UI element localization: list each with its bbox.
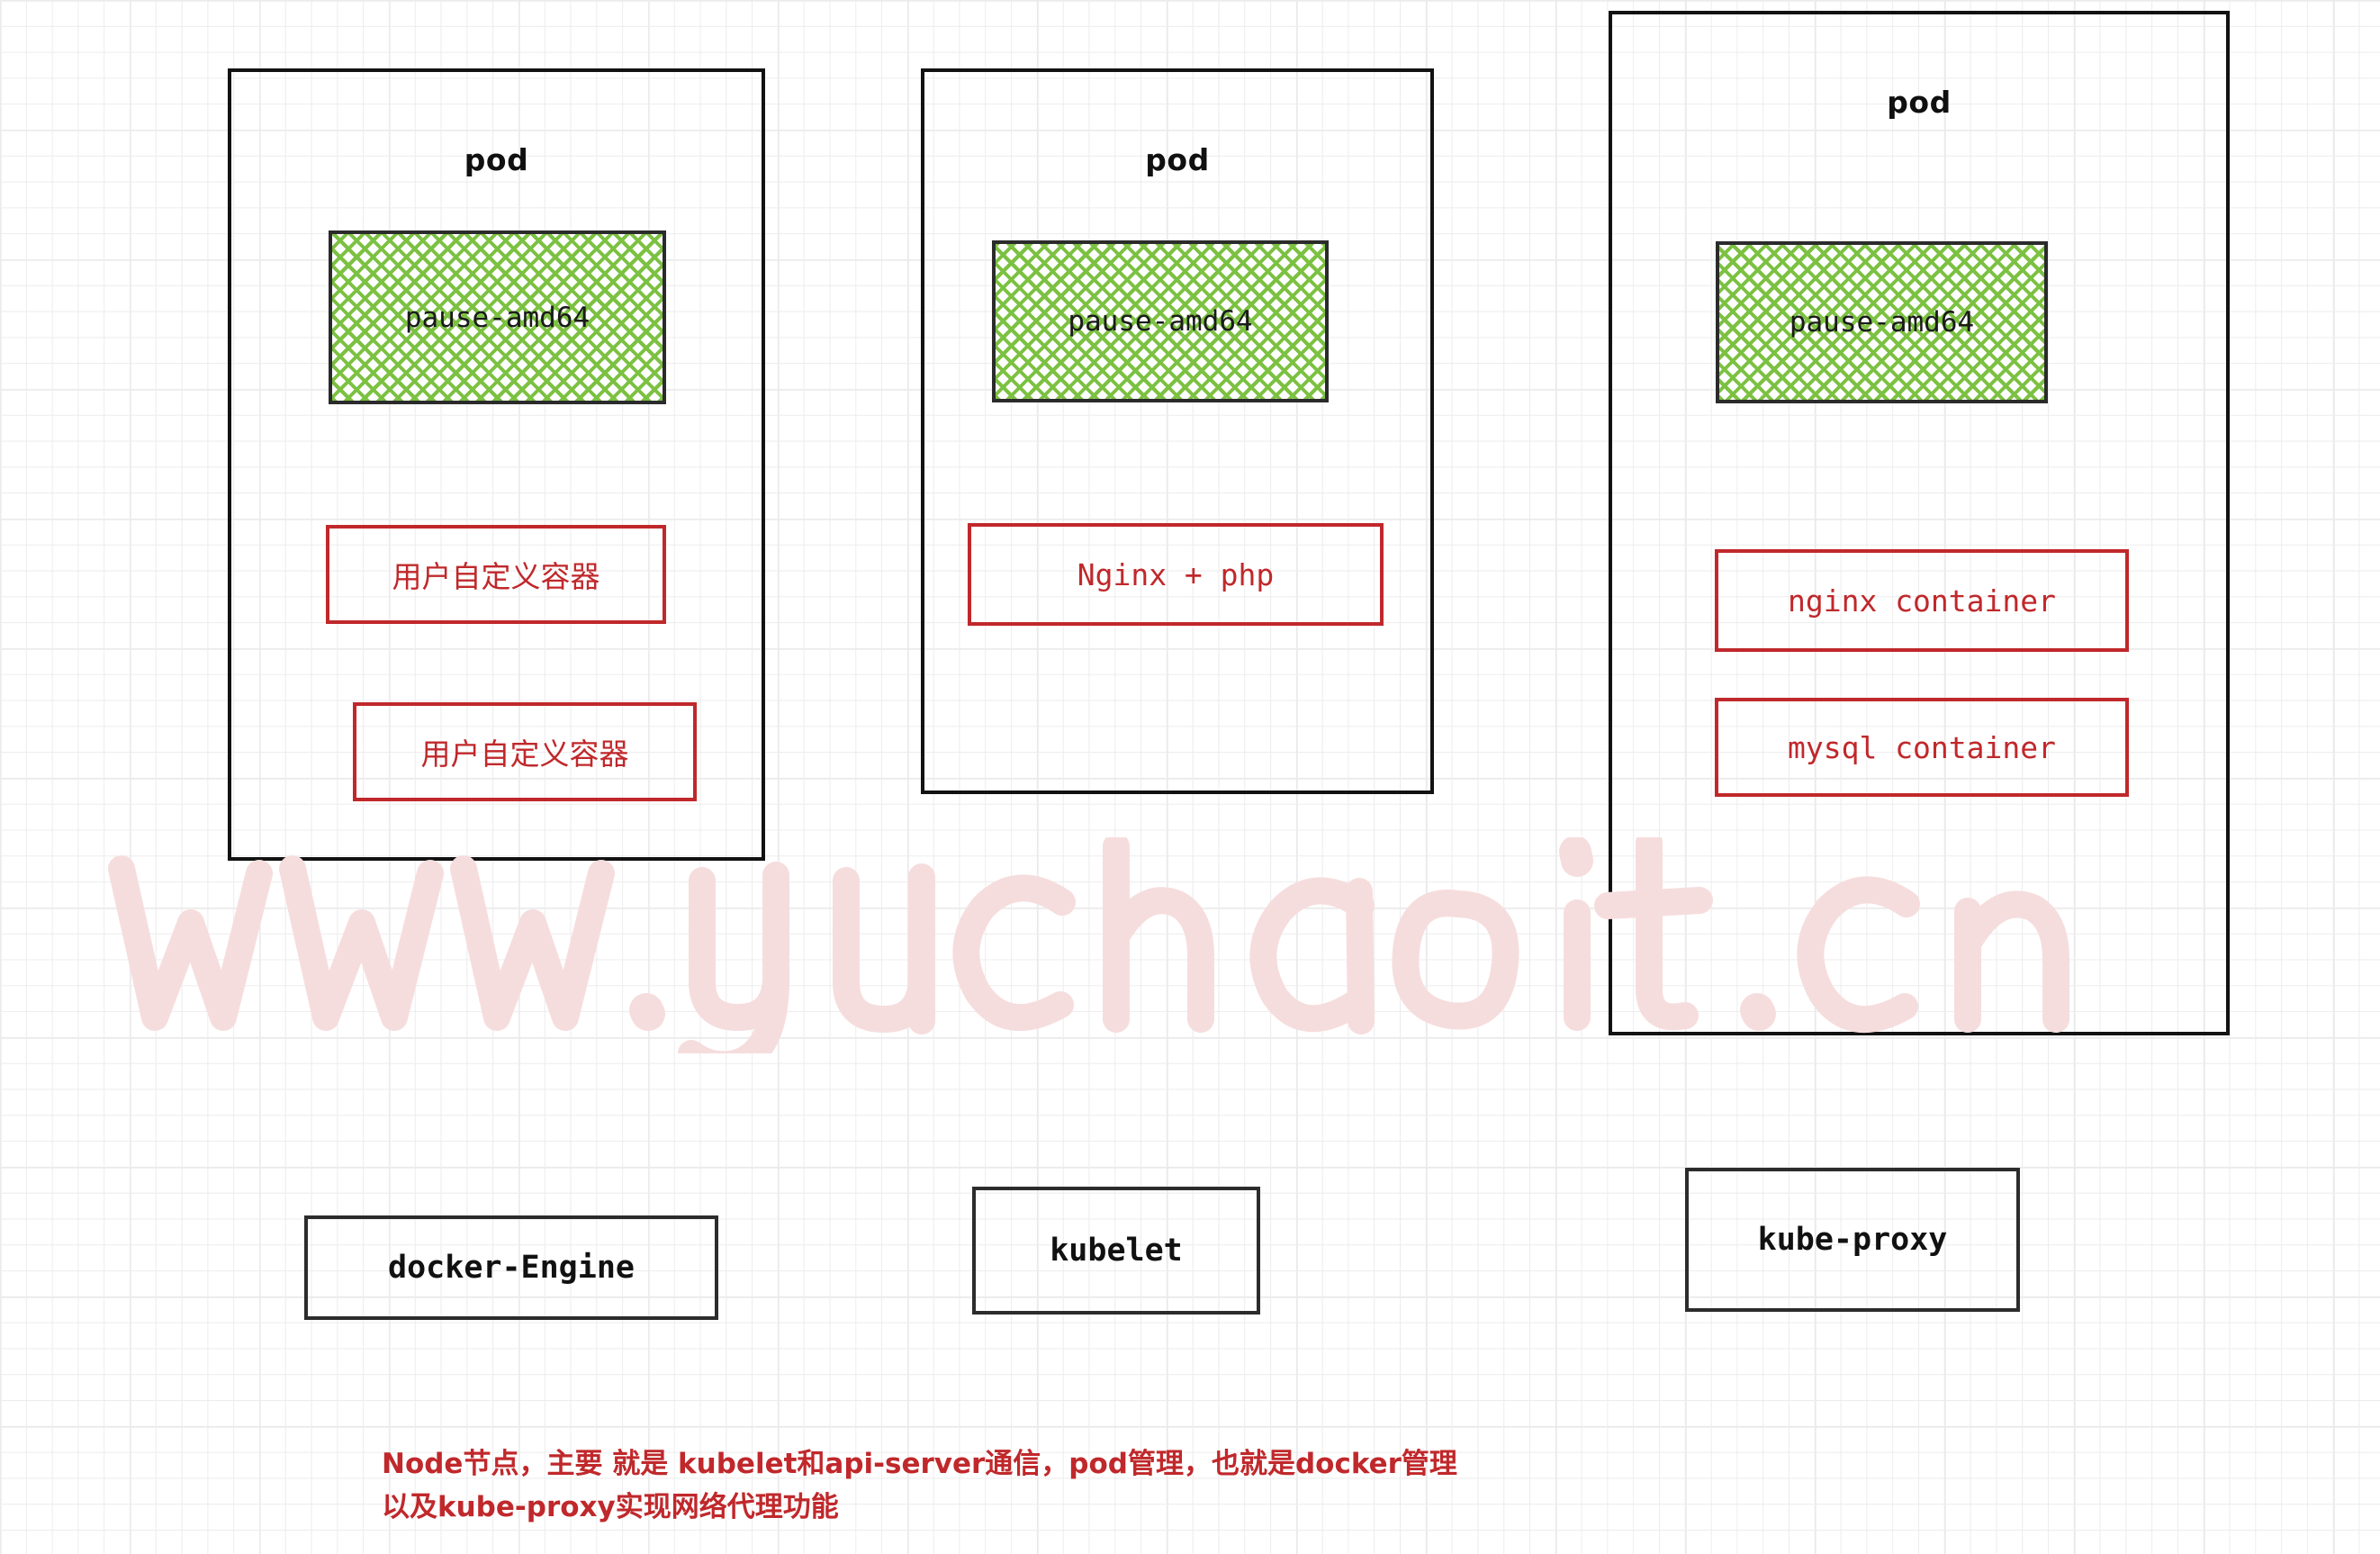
- user-container-1b[interactable]: 用户自定义容器: [353, 702, 697, 801]
- pod-box-2[interactable]: pod: [921, 68, 1434, 794]
- kubelet-label: kubelet: [1050, 1233, 1183, 1269]
- pause-container-3[interactable]: pause-amd64: [1716, 241, 2048, 403]
- user-container-1a[interactable]: 用户自定义容器: [326, 525, 666, 624]
- app-container-2a[interactable]: Nginx + php: [968, 523, 1384, 626]
- caption-line-2: 以及kube-proxy实现网络代理功能: [382, 1491, 839, 1523]
- pause-container-label: pause-amd64: [1789, 306, 1975, 339]
- app-container-label: mysql container: [1787, 729, 2056, 765]
- user-container-label: 用户自定义容器: [420, 736, 629, 772]
- app-container-3a[interactable]: nginx container: [1715, 549, 2129, 652]
- docker-engine-box[interactable]: docker-Engine: [304, 1215, 718, 1320]
- kube-proxy-label: kube-proxy: [1757, 1222, 1948, 1258]
- pod-box-3[interactable]: pod: [1609, 11, 2230, 1035]
- pause-container-1[interactable]: pause-amd64: [329, 230, 666, 404]
- app-container-3b[interactable]: mysql container: [1715, 698, 2129, 797]
- kubelet-box[interactable]: kubelet: [972, 1187, 1260, 1315]
- pause-container-label: pause-amd64: [1068, 305, 1253, 338]
- pause-container-2[interactable]: pause-amd64: [992, 240, 1329, 402]
- pause-container-label: pause-amd64: [404, 301, 590, 334]
- caption: Node节点，主要 就是 kubelet和api-server通信，pod管理，…: [382, 1442, 1457, 1529]
- pod-label: pod: [1887, 85, 1952, 120]
- kube-proxy-box[interactable]: kube-proxy: [1685, 1168, 2020, 1312]
- app-container-label: nginx container: [1787, 583, 2056, 619]
- user-container-label: 用户自定义容器: [392, 559, 600, 594]
- caption-line-1: Node节点，主要 就是 kubelet和api-server通信，pod管理，…: [382, 1448, 1457, 1480]
- pod-label: pod: [1145, 142, 1210, 177]
- docker-engine-label: docker-Engine: [388, 1250, 635, 1286]
- app-container-label: Nginx + php: [1077, 556, 1275, 592]
- pod-label: pod: [464, 142, 529, 177]
